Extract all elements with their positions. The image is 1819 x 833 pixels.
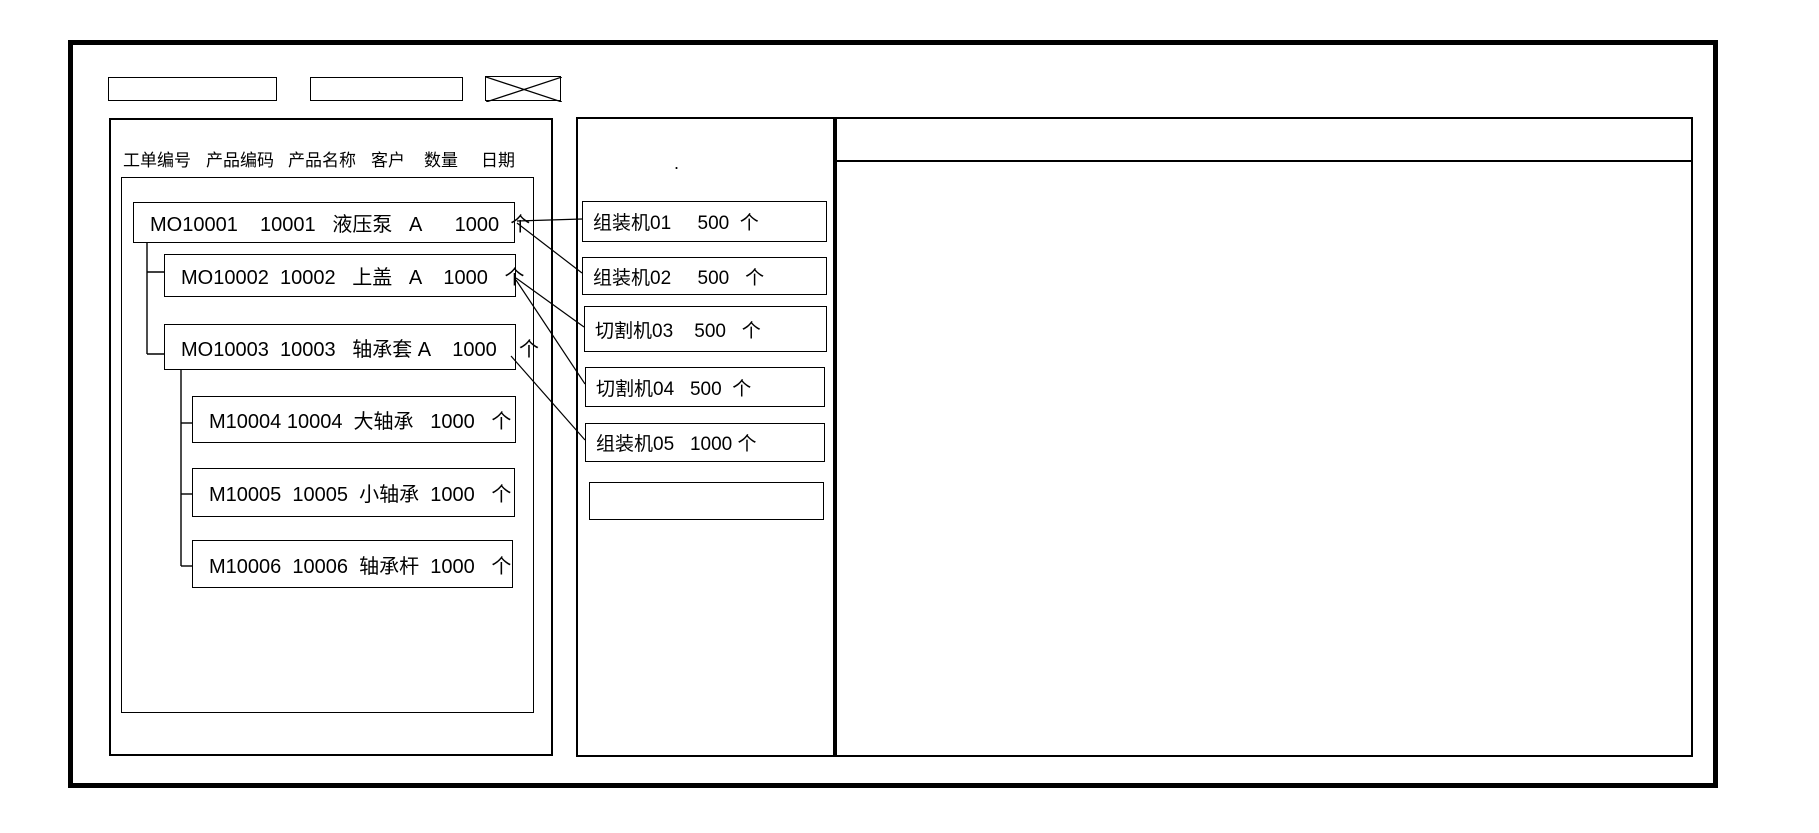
column-header-product-name: 产品名称 bbox=[288, 151, 356, 170]
toolbar-field-1[interactable] bbox=[108, 77, 277, 101]
tree-node-mo10001[interactable]: MO10001 10001 液压泵 A 1000 个 bbox=[133, 202, 530, 243]
tree-node-m10005[interactable]: M10005 10005 小轴承 1000 个 bbox=[192, 468, 515, 517]
column-header-date: 日期 bbox=[481, 151, 515, 170]
column-header-qty: 数量 bbox=[424, 151, 458, 170]
stray-dot-mark: . bbox=[674, 153, 680, 173]
tree-node-mo10002[interactable]: MO10002 10002 上盖 A 1000 个 bbox=[164, 254, 525, 297]
detail-panel bbox=[835, 117, 1693, 757]
machine-box-qiegeji04[interactable]: 切割机04 500 个 bbox=[585, 367, 825, 407]
machine-box-empty-slot[interactable] bbox=[589, 482, 824, 520]
tree-node-m10004[interactable]: M10004 10004 大轴承 1000 个 bbox=[192, 396, 516, 443]
tree-node-m10006[interactable]: M10006 10006 轴承杆 1000 个 bbox=[192, 540, 513, 588]
machine-box-qiegeji03[interactable]: 切割机03 500 个 bbox=[584, 306, 827, 352]
tree-node-mo10003[interactable]: MO10003 10003 轴承套 A 1000 个 bbox=[164, 324, 539, 370]
machine-box-zuzhuangji05[interactable]: 组装机05 1000 个 bbox=[585, 423, 825, 462]
column-header-customer: 客户 bbox=[371, 151, 405, 170]
toolbar-field-2[interactable] bbox=[310, 77, 463, 101]
column-header-order-no: 工单编号 bbox=[123, 151, 191, 170]
detail-panel-header-strip bbox=[837, 119, 1691, 162]
crossed-box-lines bbox=[485, 76, 563, 103]
machine-box-zuzhuangji01[interactable]: 组装机01 500 个 bbox=[582, 201, 827, 242]
machine-box-zuzhuangji02[interactable]: 组装机02 500 个 bbox=[582, 257, 827, 295]
column-header-product-code: 产品编码 bbox=[206, 151, 274, 170]
crossed-box-icon[interactable] bbox=[485, 76, 563, 103]
